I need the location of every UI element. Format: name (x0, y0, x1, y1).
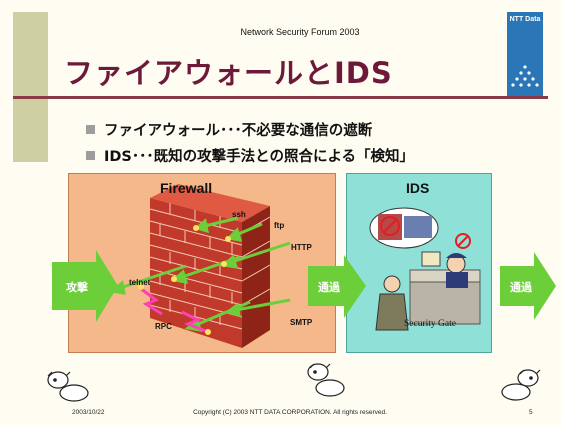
slide-sidebar-decoration (13, 12, 48, 162)
bullet-text: ファイアウォール･･･不必要な通信の遮断 (104, 123, 373, 139)
protocol-label-ssh: ssh (232, 210, 246, 219)
raccoon-mascot-icon (501, 369, 541, 401)
page-number: 5 (529, 409, 533, 416)
ids-title: IDS (406, 180, 430, 196)
header-divider (13, 96, 548, 99)
attack-label: 攻撃 (66, 282, 88, 294)
footer-copyright: Copyright (C) 2003 NTT DATA CORPORATION.… (193, 409, 387, 416)
pass-arrow-2 (500, 252, 556, 320)
pass-label: 通過 (318, 282, 340, 294)
bullet-item: IDS･･･既知の攻撃手法との照合による「検知」 (86, 145, 414, 166)
footer-date: 2003/10/22 (72, 409, 105, 416)
protocol-label-http: HTTP (291, 243, 312, 252)
protocol-label-telnet: telnet (129, 278, 151, 287)
attacker-icon (375, 275, 409, 331)
logo-text: NTT Data (509, 16, 541, 23)
firewall-title: Firewall (160, 180, 213, 196)
bullet-square-icon (86, 125, 95, 134)
bullet-square-icon (86, 151, 95, 160)
raccoon-mascot-icon (307, 363, 345, 397)
slide-title: ファイアウォールとIDS (64, 56, 393, 90)
forum-title: Network Security Forum 2003 (240, 27, 360, 37)
ntt-data-logo (507, 12, 543, 96)
wall-holes (138, 225, 231, 335)
logo-dots-icon (511, 65, 539, 87)
protocol-label-ftp: ftp (274, 221, 285, 230)
security-gate-label: Security Gate (404, 319, 456, 329)
pass-label: 通過 (510, 282, 532, 294)
protocol-label-smtp: SMTP (290, 318, 313, 327)
protocol-label-rpc: RPC (155, 322, 172, 331)
bullet-item: ファイアウォール･･･不必要な通信の遮断 (86, 119, 372, 140)
bullet-text: IDS･･･既知の攻撃手法との照合による「検知」 (104, 149, 415, 165)
attack-arrow (52, 250, 118, 322)
security-guard-icon (369, 207, 481, 325)
rpc-traffic-icon (139, 286, 209, 334)
pass-arrow-1 (308, 255, 366, 318)
raccoon-mascot-icon (47, 371, 89, 402)
